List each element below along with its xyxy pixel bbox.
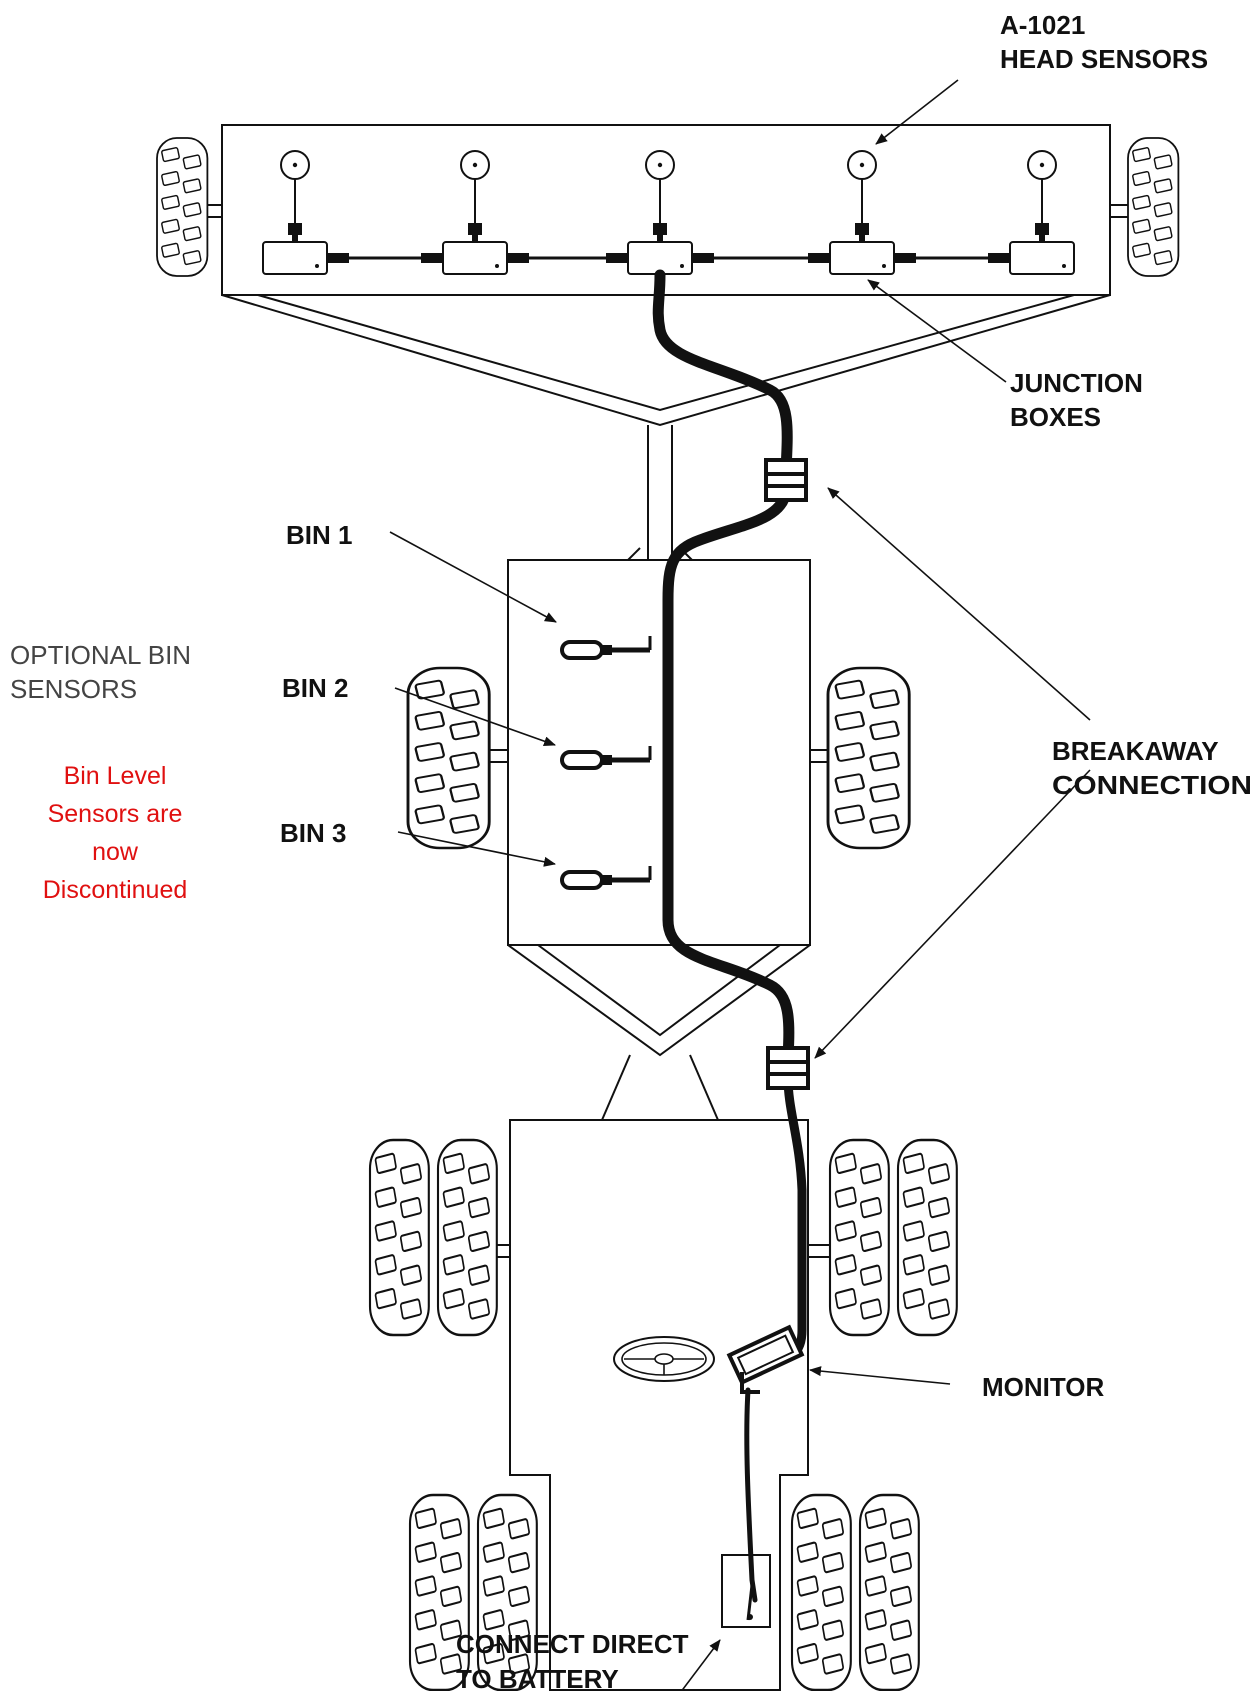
hitch-bars xyxy=(647,425,673,560)
monitor-icon xyxy=(726,1324,805,1394)
grain-cart xyxy=(490,547,828,1057)
tractor-front-wheel xyxy=(368,1138,431,1337)
breakaway-label-line2: CONNECTION xyxy=(1052,770,1252,800)
discontinued-note-line2: Sensors are xyxy=(48,800,183,828)
tractor-body xyxy=(509,1119,809,1691)
optional-bin-sensors-label-line2: SENSORS xyxy=(10,674,137,704)
tractor-rear-wheel xyxy=(858,1493,921,1691)
junction-boxes-label-line2: BOXES xyxy=(1010,402,1101,432)
monitor-label: MONITOR xyxy=(982,1372,1105,1402)
junction-box xyxy=(442,241,508,275)
junction-box xyxy=(829,241,895,275)
tractor-rear-wheel xyxy=(408,1493,471,1691)
tractor-rear-wheel xyxy=(790,1493,853,1691)
optional-bin-sensors-label-line1: OPTIONAL BIN xyxy=(10,640,191,670)
breakaway-label-line1: BREAKAWAY xyxy=(1052,736,1219,766)
breakaway-coupler-2 xyxy=(766,1046,810,1090)
cart-wheel-left xyxy=(406,666,491,850)
head-sensors-label-line1: A-1021 xyxy=(1000,10,1085,40)
tractor-front-wheel xyxy=(828,1138,891,1337)
junction-chain xyxy=(327,253,1010,263)
breakaway-coupler-1 xyxy=(764,458,808,502)
bin-2-label: BIN 2 xyxy=(282,673,348,703)
steering-wheel-icon xyxy=(613,1336,715,1382)
junction-box xyxy=(627,241,693,275)
cart-wheel-right xyxy=(826,666,911,850)
bin-3-label: BIN 3 xyxy=(280,818,346,848)
tractor-front-wheel xyxy=(896,1138,959,1337)
header-wheel-left xyxy=(156,137,209,277)
bin-1-label: BIN 1 xyxy=(286,520,352,550)
callout-arrows xyxy=(389,79,1091,1691)
discontinued-note-line1: Bin Level xyxy=(64,762,167,790)
junction-box xyxy=(1009,241,1075,275)
discontinued-note-line3: now xyxy=(92,838,139,866)
junction-boxes-label-line1: JUNCTION xyxy=(1010,368,1143,398)
tractor-rear-wheel xyxy=(476,1493,539,1691)
junction-box xyxy=(262,241,328,275)
battery-label-line2: TO BATTERY xyxy=(456,1664,619,1691)
discontinued-note-line4: Discontinued xyxy=(43,876,188,904)
tractor-front-wheel xyxy=(436,1138,499,1337)
tractor-hitch xyxy=(601,1054,719,1121)
battery-box xyxy=(721,1554,771,1628)
battery-label-line1: CONNECT DIRECT xyxy=(456,1629,689,1659)
head-sensors-label-line2: HEAD SENSORS xyxy=(1000,44,1208,74)
header-wheel-right xyxy=(1127,137,1180,277)
